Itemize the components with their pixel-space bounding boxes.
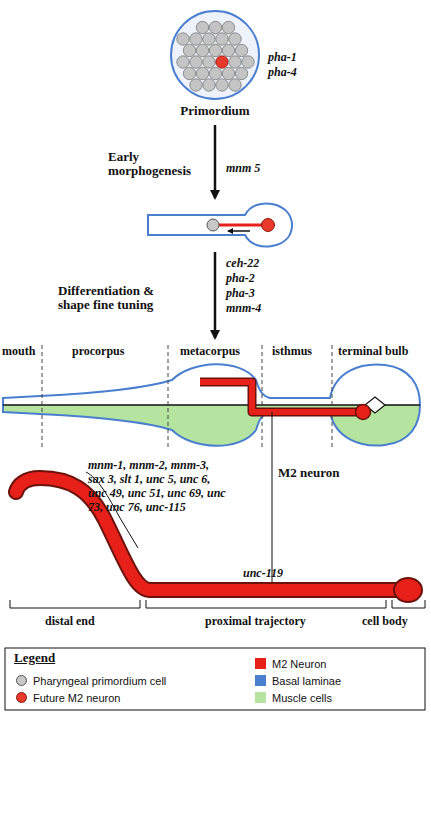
early-pharynx xyxy=(148,203,292,246)
pharynx-body xyxy=(3,364,420,446)
primordium-cell xyxy=(222,21,234,33)
primordium-cell xyxy=(216,79,228,91)
primordium-cell xyxy=(222,67,234,79)
m2-neuron xyxy=(200,382,362,412)
region-divider xyxy=(262,345,263,450)
gene-name: pha-2 xyxy=(226,271,255,285)
primordium-cell xyxy=(196,21,208,33)
region-name: distal end xyxy=(45,614,95,628)
primordium-boundary xyxy=(171,11,259,99)
primordium-cell xyxy=(177,56,189,68)
legend-title: Legend xyxy=(14,651,55,665)
region-dividers xyxy=(42,345,332,450)
primordium-cell xyxy=(229,56,241,68)
gene-name: ceh-22 xyxy=(226,256,259,270)
legend-swatch xyxy=(255,675,266,686)
primordium-cell xyxy=(235,67,247,79)
primordium-cell xyxy=(216,33,228,45)
gene-name: unc-119 xyxy=(243,566,283,580)
m2-neuron-outline xyxy=(200,382,362,412)
gene-name: pha-1 xyxy=(268,50,297,64)
gene-name: mnm-4 xyxy=(226,301,261,315)
primordium-cell xyxy=(209,21,221,33)
primordium-cell xyxy=(203,56,215,68)
primordium-cell xyxy=(222,44,234,56)
legend-text: Muscle cells xyxy=(272,691,332,705)
basal-lamina xyxy=(3,364,420,446)
region-name: metacorpus xyxy=(180,344,240,358)
primordium-cell xyxy=(183,44,195,56)
region-bracket xyxy=(10,600,425,608)
primordium-cell xyxy=(209,67,221,79)
primordium-cell xyxy=(190,79,202,91)
stage-label: Differentiation & shape fine tuning xyxy=(58,284,186,312)
primordium-cell xyxy=(177,33,189,45)
stage-label: Early morphogenesis xyxy=(108,150,208,178)
primordium-cell xyxy=(190,33,202,45)
region-name: proximal trajectory xyxy=(205,614,306,628)
primordium-cell xyxy=(235,44,247,56)
primordium-cell xyxy=(242,56,254,68)
gene-name: pha-3 xyxy=(226,286,255,300)
legend-text: Basal laminae xyxy=(272,674,341,688)
m2-cell-body xyxy=(394,578,422,602)
gene-list: mnm-1, mnm-2, mnm-3, sax 3, slt 1, unc 5… xyxy=(88,458,226,514)
muscle-fill xyxy=(3,405,420,446)
future-m2-cell xyxy=(262,219,275,232)
migration-arrow xyxy=(228,230,250,232)
primordium-cell xyxy=(229,79,241,91)
region-name: mouth xyxy=(2,344,35,358)
primordium-cell xyxy=(183,67,195,79)
region-divider xyxy=(168,345,169,450)
legend-text: M2 Neuron xyxy=(272,657,326,671)
region-divider xyxy=(332,345,333,450)
legend-swatch xyxy=(16,675,27,686)
primordium-cell xyxy=(190,56,202,68)
neuron-label: M2 neuron xyxy=(278,466,340,480)
stage-name: Primordium xyxy=(140,104,290,118)
region-name: cell body xyxy=(362,614,408,628)
legend-text: Future M2 neuron xyxy=(33,691,120,705)
future-m2-cell xyxy=(216,56,228,68)
legend-frame xyxy=(5,648,425,710)
legend-swatch xyxy=(16,692,27,703)
primordium-cell xyxy=(203,79,215,91)
region-name: isthmus xyxy=(272,344,312,358)
primordium-cell xyxy=(207,219,219,231)
primordium-cell xyxy=(203,33,215,45)
stage-arrow xyxy=(214,125,217,198)
primordium-cell xyxy=(229,33,241,45)
lumen-line xyxy=(3,404,420,406)
region-divider xyxy=(42,345,43,450)
legend-text: Pharyngeal primordium cell xyxy=(33,674,166,688)
neuron-process xyxy=(219,224,262,227)
leader-line xyxy=(272,412,273,584)
primordium-circle: Primordium xyxy=(170,10,260,100)
primordium-cell xyxy=(196,67,208,79)
gene-name: pha-4 xyxy=(268,65,297,79)
primordium-cell xyxy=(209,44,221,56)
gene-name: mnm 5 xyxy=(226,161,260,175)
m2-cell-body xyxy=(356,405,371,420)
stage-arrow xyxy=(214,252,217,338)
legend-swatch xyxy=(255,658,266,669)
region-name: procorpus xyxy=(72,344,124,358)
circle-outline xyxy=(170,10,260,100)
region-name: terminal bulb xyxy=(338,344,408,358)
primordium-cell xyxy=(196,44,208,56)
legend-swatch xyxy=(255,692,266,703)
